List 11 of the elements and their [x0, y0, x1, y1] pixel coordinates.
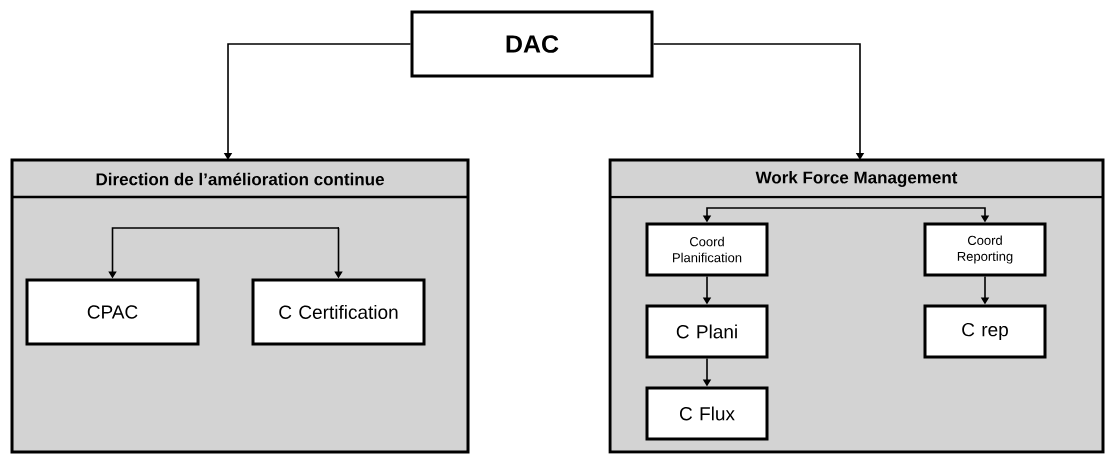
- department-box: DAC: [410, 10, 654, 78]
- panel-heading: Direction de l’amélioration continue: [12, 172, 468, 199]
- unit-box: Coord Planification: [645, 222, 769, 277]
- unit-box: C Certification: [251, 278, 426, 346]
- panel-heading: Work Force Management: [610, 171, 1103, 199]
- unit-box: CPAC: [25, 278, 200, 346]
- unit-box: C Flux: [645, 386, 769, 441]
- unit-box: C Plani: [645, 304, 769, 359]
- unit-box: Coord Reporting: [923, 222, 1047, 277]
- unit-box: C rep: [923, 304, 1047, 359]
- arrow: [652, 43, 865, 160]
